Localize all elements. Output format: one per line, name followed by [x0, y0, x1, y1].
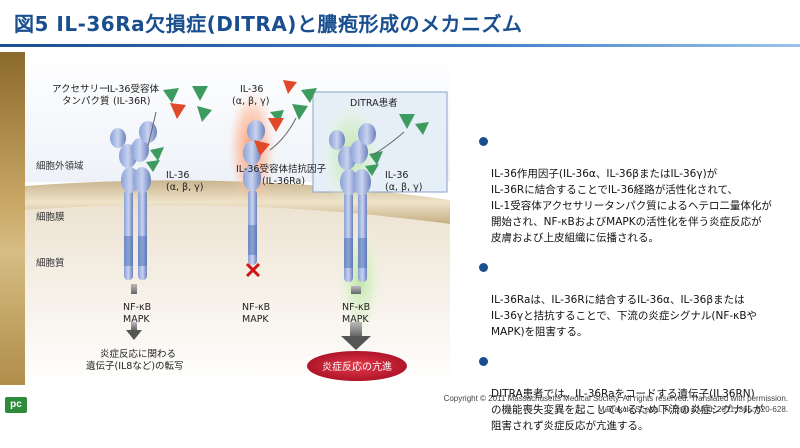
accessory-protein-label: アクセサリー タンパク質 [52, 84, 112, 107]
membrane-label: 細胞膜 [36, 212, 65, 223]
antagonist-label: IL-36受容体拮抗因子 (IL-36Ra) [236, 163, 329, 187]
pointer-arrow-3 [373, 131, 405, 155]
mechanism-diagram: アクセサリー タンパク質 IL-36受容体 (IL-36R) IL-36 (α,… [25, 52, 450, 385]
cytoplasm-label: 細胞質 [36, 258, 65, 269]
signal-arrow-3-stem [350, 322, 362, 336]
ligand-free-8 [415, 122, 429, 135]
pointer-arrow-2 [269, 117, 297, 151]
signal-arrow-1-top [131, 284, 137, 294]
ligand-free-1 [163, 88, 179, 103]
panel2-signal-label: NF-κB MAPK [242, 302, 273, 325]
ligand-free-5 [301, 88, 317, 103]
copyright-notice: Copyright © 2011 Massachusetts Medical S… [443, 394, 788, 414]
blocked-x-icon [245, 262, 261, 278]
outcome-label: 炎症反応の亢進 [322, 360, 392, 373]
pointer-arrow-1 [147, 111, 157, 147]
panel2-ligand-label: IL-36 (α, β, γ) [232, 84, 269, 107]
panel1-signal-label: NF-κB MAPK [123, 302, 154, 325]
ligand-free-6 [292, 104, 308, 120]
receptor-label: IL-36受容体 (IL-36R) [107, 83, 162, 107]
explanation-text: IL-36作用因子(IL-36α、IL-36βまたはIL-36γ)が IL-36… [491, 168, 772, 244]
ligand-free-3 [197, 106, 212, 122]
signal-arrow-3-head [341, 336, 371, 350]
publisher-logo: pc [5, 397, 27, 413]
extracellular-label: 細胞外領域 [36, 161, 84, 172]
ditra-header: DITRA患者 [350, 97, 398, 109]
bullet-dot-icon [479, 263, 488, 272]
signal-arrow-1-head [126, 330, 142, 340]
panel3-ligand-label: IL-36 (α, β, γ) [385, 170, 422, 193]
antagonist-free-3 [268, 118, 284, 132]
outcome-ellipse [307, 351, 407, 381]
signal-arrow-3-top [351, 286, 361, 294]
panel1-ligand-label: IL-36 (α, β, γ) [166, 170, 203, 193]
signal-arrow-1-stem [131, 322, 137, 330]
explanation-text: IL-36Raは、IL-36Rに結合するIL-36α、IL-36βまたは IL-… [491, 294, 758, 338]
receptor-complex-3 [329, 123, 376, 282]
ligand-bound-2 [146, 160, 160, 172]
panel1-outcome-label: 炎症反応に関わる 遺伝子(IL8など)の転写 [86, 348, 184, 372]
antagonist-free-2 [283, 80, 297, 94]
side-strip [0, 52, 25, 385]
panel3-signal-label: NF-κB MAPK [342, 302, 373, 325]
ligand-free-7 [399, 114, 415, 129]
ligand-bound-1 [150, 147, 164, 161]
ligand-bound-4 [365, 164, 379, 176]
page-title: 図5 IL-36Ra欠損症(DITRA)と膿疱形成のメカニズム [14, 12, 523, 36]
explanation-item: IL-36Raは、IL-36Rに結合するIL-36α、IL-36βまたは IL-… [479, 260, 779, 340]
antagonist-free-1 [170, 103, 186, 119]
title-bar: 図5 IL-36Ra欠損症(DITRA)と膿疱形成のメカニズム [0, 0, 800, 47]
receptor-complex-2 [243, 120, 265, 265]
bullet-dot-icon [479, 357, 488, 366]
receptor-complex-1 [110, 121, 157, 280]
ligand-free-4 [270, 110, 284, 123]
explanation-item: IL-36作用因子(IL-36α、IL-36βまたはIL-36γ)が IL-36… [479, 134, 779, 246]
ligand-free-2 [192, 86, 208, 101]
antagonist-bound [254, 140, 270, 156]
title-rule [0, 44, 800, 47]
bullet-dot-icon [479, 137, 488, 146]
ligand-bound-3 [369, 151, 383, 165]
